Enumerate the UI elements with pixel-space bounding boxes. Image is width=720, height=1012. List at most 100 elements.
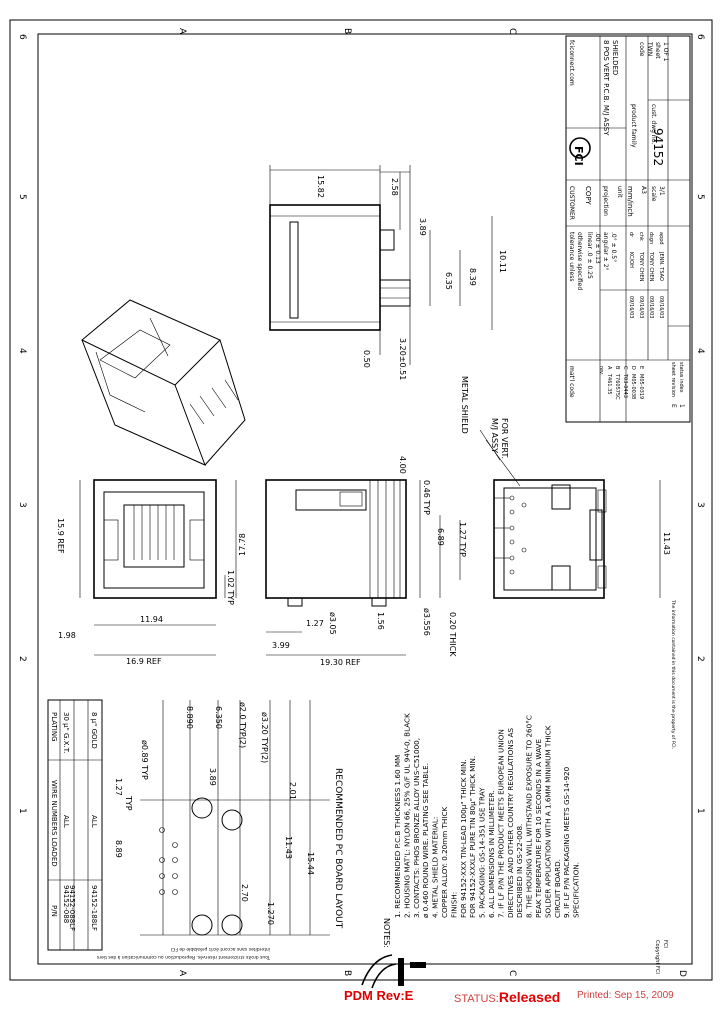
zone-bottom-c: C bbox=[507, 970, 517, 976]
copyright-block: Copyright FCI FCI The information contai… bbox=[96, 599, 676, 974]
rev-a-ecn: T461.35 bbox=[606, 373, 612, 395]
zone-side-r4: 4 bbox=[695, 348, 705, 354]
status-index-label: status index bbox=[678, 362, 684, 393]
pcb-dim-8-89: 8.89 bbox=[114, 840, 123, 858]
dim-15-82: 15.82 bbox=[316, 175, 325, 198]
rev-header: rev. bbox=[598, 366, 604, 376]
appr-appd: appd bbox=[658, 232, 664, 245]
zone-markers-top: A B C A B C D bbox=[177, 28, 687, 977]
tol-row-1: linear .0 ± 0.25 bbox=[586, 232, 593, 279]
dim-1-98: 1.98 bbox=[58, 631, 76, 640]
zone-side-r1: 1 bbox=[695, 808, 705, 814]
note-line: 9. IF LF P/N PACKAGING MEETS GS-14-920 bbox=[562, 766, 571, 918]
index-sheet-value: 1 bbox=[678, 404, 685, 408]
rev-c: C bbox=[622, 366, 628, 370]
pcb-dim-dia-2-0: ø2.0 TYP(2) bbox=[238, 702, 247, 748]
zone-side-1: 1 bbox=[17, 808, 27, 814]
note-line: 8. THE HOUSING WILL WITHSTAND EXPOSURE T… bbox=[525, 715, 534, 918]
table-row-1-plating: 30 µ" G.X.T. bbox=[62, 712, 70, 753]
note-line: FOR 94152-XXX TIN-LEAD 100µ" THICK MIN. bbox=[459, 759, 468, 918]
note-line: SPECIFICATION. bbox=[572, 862, 581, 918]
pcb-hole-top-right bbox=[221, 809, 243, 831]
dim-3-20: 3.20±0.51 bbox=[398, 338, 407, 380]
pcb-layout: 8.890 6.350 ø2.0 TYP(2) 3.89 ø3.20 TYP(2… bbox=[114, 700, 343, 936]
dim-4-00: 4.00 bbox=[398, 456, 407, 474]
sheet-label: sheet bbox=[654, 42, 661, 59]
dim-15-9-ref: 15.9 REF bbox=[56, 518, 65, 554]
bottom-view: 11.43 METAL SHIELD M/J ASSY FOR VERT. bbox=[460, 376, 671, 599]
dim-3-89: 3.89 bbox=[418, 218, 427, 236]
top-side-view: 15.82 2.58 3.89 6.35 8.39 10.11 0.50 3.2… bbox=[269, 165, 507, 380]
projection-label: projection bbox=[602, 186, 609, 216]
copyright-line-5: interdites sans accord écrit préalable d… bbox=[171, 946, 270, 953]
note-line: FINISH: bbox=[449, 892, 458, 918]
callout-metal-shield: METAL SHIELD bbox=[460, 376, 469, 434]
table-row-1-wire: ALL bbox=[62, 815, 70, 828]
pdm-revision: PDM Rev:E bbox=[344, 988, 414, 1003]
dim-16-9-ref: 16.9 REF bbox=[126, 657, 162, 666]
matl-code: mat'l code bbox=[568, 366, 575, 398]
zone-markers-side: 6 5 4 3 2 1 6 5 4 3 2 1 bbox=[17, 34, 705, 814]
rev-d: D bbox=[630, 366, 636, 370]
pcb-dim-2-70: 2.70 bbox=[240, 884, 249, 902]
note-line: COPPER ALLOY: 0.20mm THICK bbox=[440, 807, 449, 918]
appr-dsgn-date: 09/16/03 bbox=[648, 296, 654, 318]
note-line: 2. HOUSING MAT'L: NYLON 66, 25% G/F UL 9… bbox=[402, 713, 411, 918]
notes: NOTES: bbox=[382, 918, 391, 948]
pcb-title: RECOMMENDED PC BOARD LAYOUT bbox=[333, 768, 343, 929]
rev-c-ecn: T03-0443 bbox=[622, 373, 628, 398]
pcb-dim-8-890: 8.890 bbox=[185, 706, 194, 729]
status-footer: PDM Rev:E STATUS:Released Printed: Sep 1… bbox=[0, 986, 720, 1010]
dim-0-46-typ: 0.46 TYP bbox=[422, 480, 431, 515]
pcb-dim-3-89: 3.89 bbox=[208, 768, 217, 786]
sheet-value: 1 OF 1 bbox=[662, 42, 669, 62]
code-value: TWN bbox=[646, 41, 653, 56]
table-header-pn: P/N bbox=[50, 905, 58, 917]
pcb-dim-11-43: 11.43 bbox=[284, 836, 293, 859]
side-view: 17.78 ø3.05 1.27 1.56 3.99 19.30 REF ø3.… bbox=[235, 456, 467, 667]
svg-text:FCI: FCI bbox=[572, 146, 585, 166]
appr-dr-name: KC/OH bbox=[628, 252, 634, 268]
pcb-dim-1-270: 1.270 bbox=[266, 902, 275, 925]
pcb-hole-bottom-right bbox=[221, 914, 243, 936]
zone-top-c: C bbox=[507, 28, 517, 34]
note-line: 5. PACKAGING: GS-14-351 USE TRAY bbox=[478, 787, 487, 918]
table-row-3-pn: 94152-188LF bbox=[90, 885, 98, 931]
note-line: PEAK TEMPERATURE FOR 10 SECONDS IN A WAV… bbox=[534, 739, 543, 918]
code-label: code bbox=[638, 42, 645, 57]
dim-1-27-typ: 1.27 TYP bbox=[458, 522, 467, 557]
outer-border bbox=[9, 19, 713, 981]
rev-b-ecn: T760575C bbox=[614, 373, 620, 400]
copyright-line-2: FCI bbox=[662, 940, 668, 948]
dim-11-94: 11.94 bbox=[140, 615, 163, 624]
product-family-label: product family bbox=[630, 104, 637, 148]
appr-dsgn-name: TONY CHEN bbox=[648, 251, 654, 282]
zone-side-r6: 6 bbox=[695, 34, 705, 40]
note-line: CIRCUIT BOARD. bbox=[553, 859, 562, 918]
status-label-wrap: STATUS:Released bbox=[454, 989, 560, 1005]
rev-e: E bbox=[638, 366, 644, 369]
pcb-dim-typ: TYP bbox=[124, 795, 133, 811]
title-block: FCI fciconnect.com 8 POS VERT P.C.B. M/J… bbox=[565, 35, 691, 423]
appr-dsgn: dsgn bbox=[648, 232, 654, 244]
appr-dr: dr bbox=[628, 232, 634, 238]
zone-side-5: 5 bbox=[17, 194, 27, 200]
copyright-line-4: Tous droits strictement réservés. Reprod… bbox=[96, 954, 271, 961]
dim-1-56: 1.56 bbox=[376, 612, 385, 630]
printed-date: Printed: Sep 15, 2009 bbox=[577, 990, 674, 1001]
zone-side-r5: 5 bbox=[695, 194, 705, 200]
copyright-line-3: The information contained in this docume… bbox=[670, 599, 676, 749]
tolerance-line-2: otherwise specified bbox=[576, 232, 583, 290]
dim-11-43: 11.43 bbox=[662, 532, 671, 555]
zone-side-6: 6 bbox=[17, 34, 27, 40]
tol-row-2: .00 ± 0.13 bbox=[594, 232, 601, 264]
callout-for-vert: FOR VERT. bbox=[500, 418, 509, 459]
zone-side-4: 4 bbox=[17, 348, 27, 354]
pcb-pin-holes bbox=[159, 827, 178, 895]
zone-side-r2: 2 bbox=[695, 656, 705, 662]
notes-heading: NOTES: bbox=[382, 918, 391, 948]
tol-row-3: angular ± 2° bbox=[602, 232, 609, 271]
table-row-2-pn: 94152-088LF bbox=[68, 885, 76, 931]
note-line: 7. IF LF P/N THE PRODUCT MEETS EUROPEAN … bbox=[496, 729, 505, 918]
